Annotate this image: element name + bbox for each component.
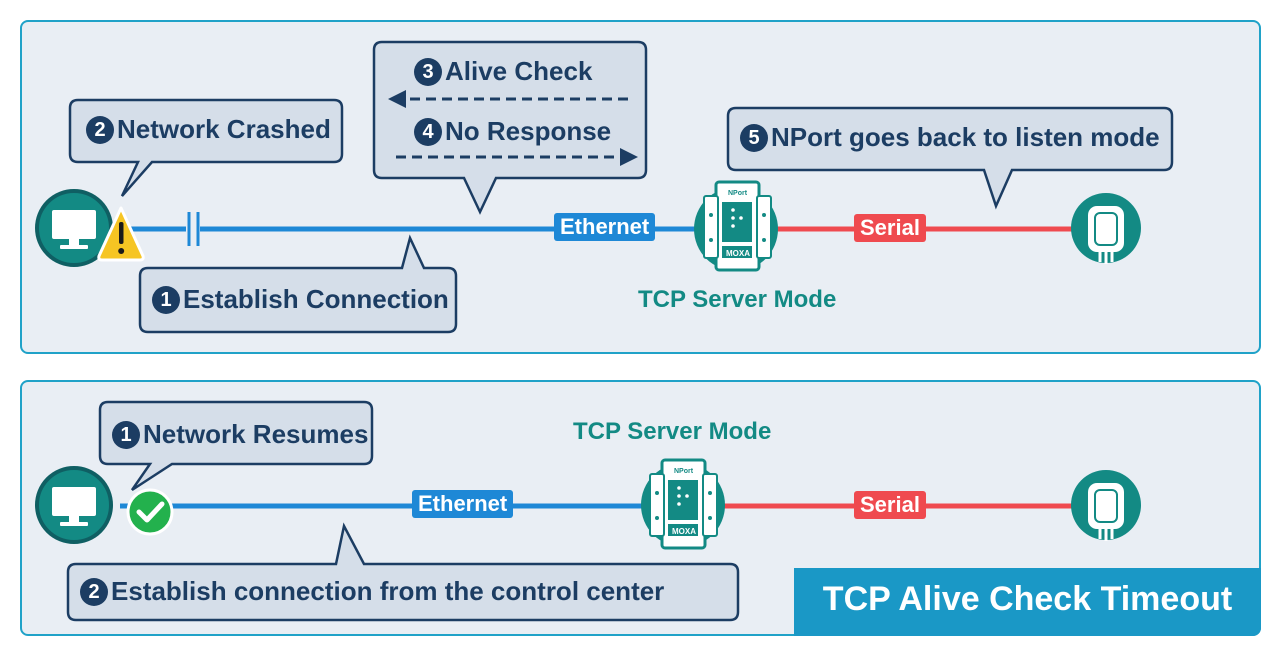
nport-device-icon-bottom: NPort MOXA [641, 458, 725, 550]
callout-text: Network Crashed [117, 114, 331, 144]
line-break-mark [186, 212, 200, 246]
ethernet-label: Ethernet [554, 213, 656, 241]
step-number: 1 [112, 421, 140, 449]
check-icon [126, 488, 174, 536]
callout-text: Alive Check [445, 56, 593, 86]
step-number: 4 [414, 118, 442, 146]
tcp-server-mode-label: TCP Server Mode [638, 286, 837, 313]
device-model-label-bottom: NPort [674, 468, 694, 475]
step-number: 2 [86, 116, 114, 144]
nport-device-icon: NPort MOXA [694, 180, 778, 272]
diagram-title: TCP Alive Check Timeout [794, 568, 1261, 636]
serial-label: Serial [854, 214, 926, 242]
step-number: 5 [740, 124, 768, 152]
callout-text: NPort goes back to listen mode [771, 122, 1160, 152]
device-model-label: NPort [728, 190, 748, 197]
callout-text: No Response [445, 116, 612, 146]
serial-device-icon-bottom [1071, 470, 1141, 541]
warning-icon [97, 206, 145, 262]
callout-network-crashed-box [68, 98, 344, 197]
callout-establish-center-box [66, 522, 740, 622]
callout-listen-mode-box [726, 106, 1174, 210]
alive-check-arrow-head [388, 90, 406, 108]
serial-device-icon [1071, 193, 1141, 264]
computer-icon-bottom [35, 466, 113, 544]
device-brand-label-bottom: MOXA [672, 527, 696, 536]
device-brand-label: MOXA [726, 249, 750, 258]
callout-establish-box [138, 234, 458, 334]
callout-alive-check-box [372, 40, 648, 215]
ethernet-label-bottom: Ethernet [412, 490, 514, 518]
callout-text: Network Resumes [143, 419, 369, 449]
no-response-arrow-head [620, 148, 638, 166]
step-number: 1 [152, 286, 180, 314]
callout-text: Establish connection from the control ce… [111, 576, 665, 606]
step-number: 3 [414, 58, 442, 86]
step-number: 2 [80, 578, 108, 606]
serial-label-bottom: Serial [854, 491, 926, 519]
callout-resumes-box [98, 400, 374, 492]
tcp-server-mode-label-bottom: TCP Server Mode [573, 418, 772, 445]
callout-text: Establish Connection [183, 284, 449, 314]
